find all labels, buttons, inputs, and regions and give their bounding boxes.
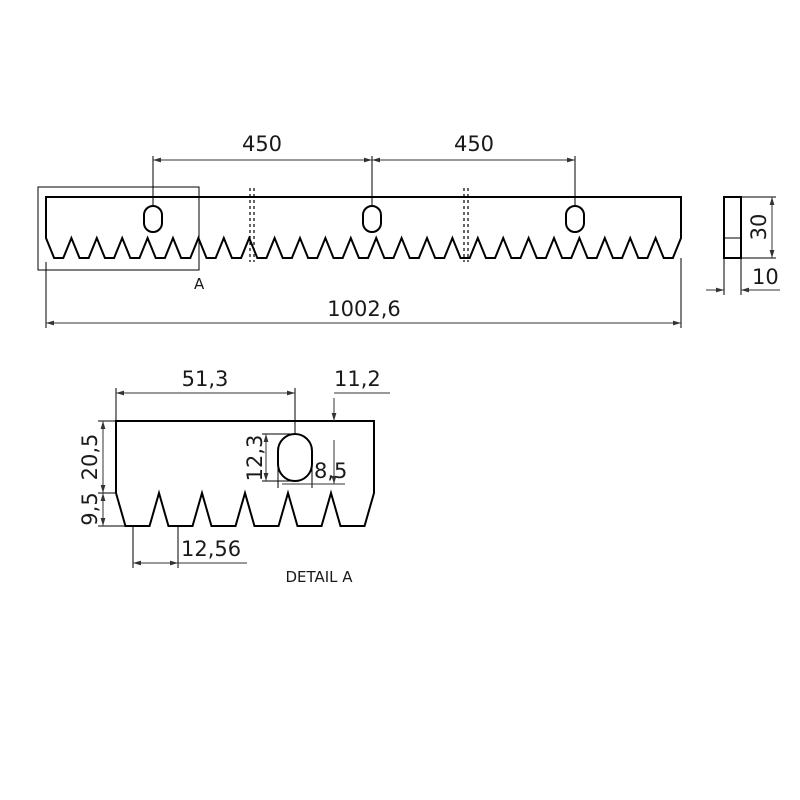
overall-length-dimension: 1002,6 [45, 258, 682, 328]
detail-tooth-height-label: 9,5 [78, 492, 102, 525]
detail-slot-width-offset-label: 11,2 [334, 367, 381, 391]
slot-pitch-1-label: 450 [242, 132, 282, 156]
side-height-label: 30 [747, 214, 771, 241]
detail-total-height-label: 20,5 [78, 434, 102, 481]
slot-pitch-2-label: 450 [454, 132, 494, 156]
detail-marker: A [194, 275, 205, 293]
rack-outline [45, 196, 682, 259]
rack-side-view: 30 10 [706, 196, 780, 295]
detail-slot-offset-dimension: 51,3 [115, 367, 296, 434]
detail-slot-width-offset-dimension: 11,2 [331, 367, 390, 421]
rack-main-view: A [37, 186, 682, 293]
detail-slot-offset-label: 51,3 [182, 367, 229, 391]
detail-slot-width-dimension: 8,5 [277, 440, 347, 488]
slot-1 [143, 205, 163, 233]
detail-outline [115, 420, 375, 527]
detail-slot-width-label: 8,5 [314, 459, 347, 483]
detail-slot [277, 433, 313, 482]
slot-3 [565, 205, 585, 233]
detail-height-dimensions: 20,5 9,5 [78, 420, 126, 527]
slot-pitch-dimensions: 450 450 [152, 132, 576, 206]
detail-slot-length-label: 12,3 [243, 435, 267, 482]
overall-length-label: 1002,6 [327, 297, 400, 321]
detail-slot-length-dimension: 12,3 [243, 433, 295, 482]
detail-title: DETAIL A [285, 568, 353, 586]
side-thickness-label: 10 [752, 265, 779, 289]
detail-tooth-pitch-dimension: 12,56 [132, 526, 247, 568]
detail-frame-a [37, 186, 200, 271]
slot-2 [362, 205, 382, 233]
side-profile [723, 196, 742, 259]
detail-tooth-pitch-label: 12,56 [181, 537, 241, 561]
